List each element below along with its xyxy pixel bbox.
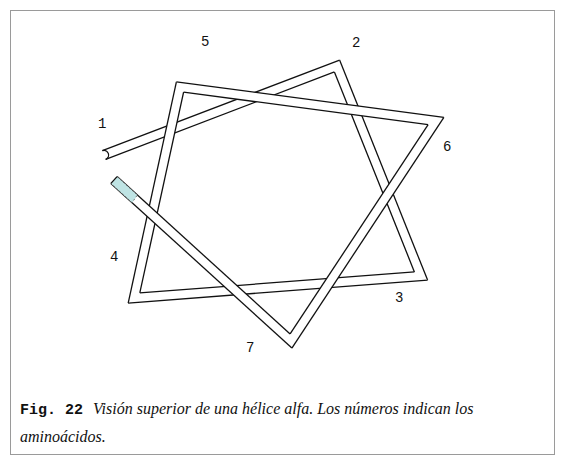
callout-number: 4: [110, 250, 118, 264]
callout-number: 3: [395, 291, 403, 305]
ribbon-edge: [140, 272, 415, 293]
ribbon-face: [176, 82, 443, 125]
caption-block: Fig. 22Visión superior de una hélice alf…: [20, 396, 540, 450]
ribbon-segment: [290, 117, 444, 348]
ribbon-edge: [292, 117, 444, 348]
figure-frame: [11, 11, 555, 455]
ribbon-edge: [176, 82, 443, 118]
ribbon-face: [111, 177, 292, 348]
ribbon-segment: [128, 272, 427, 303]
ribbon-segment: [176, 82, 443, 125]
callout-number: 6: [443, 140, 451, 154]
callout-number: 5: [201, 35, 209, 49]
ribbon-edge: [290, 125, 428, 334]
callout-number: 7: [246, 341, 254, 355]
ribbon-segment: [102, 60, 339, 159]
ribbon-edge: [128, 280, 427, 303]
helix-ribbon: [102, 60, 444, 348]
ribbon-edge: [184, 92, 429, 124]
figure-caption: Visión superior de una hélice alfa. Los …: [20, 400, 473, 445]
callout-number: 2: [352, 36, 360, 50]
ribbon-cap: [102, 150, 108, 159]
callout-number: 1: [98, 117, 106, 131]
ribbon-edge: [111, 183, 292, 348]
figure-number: Fig. 22: [20, 402, 83, 419]
ribbon-face: [290, 117, 444, 348]
ribbon-segment: [128, 82, 183, 303]
ribbon-edge: [140, 92, 184, 293]
ribbon-face: [128, 272, 427, 303]
ribbon-face: [128, 82, 183, 303]
ribbon-edge: [117, 177, 290, 334]
ribbon-edge: [106, 72, 335, 159]
ribbon-segment: [111, 177, 292, 348]
shaded-end: [111, 177, 137, 203]
ribbon-cap: [111, 177, 117, 184]
ribbon-face: [102, 60, 339, 159]
